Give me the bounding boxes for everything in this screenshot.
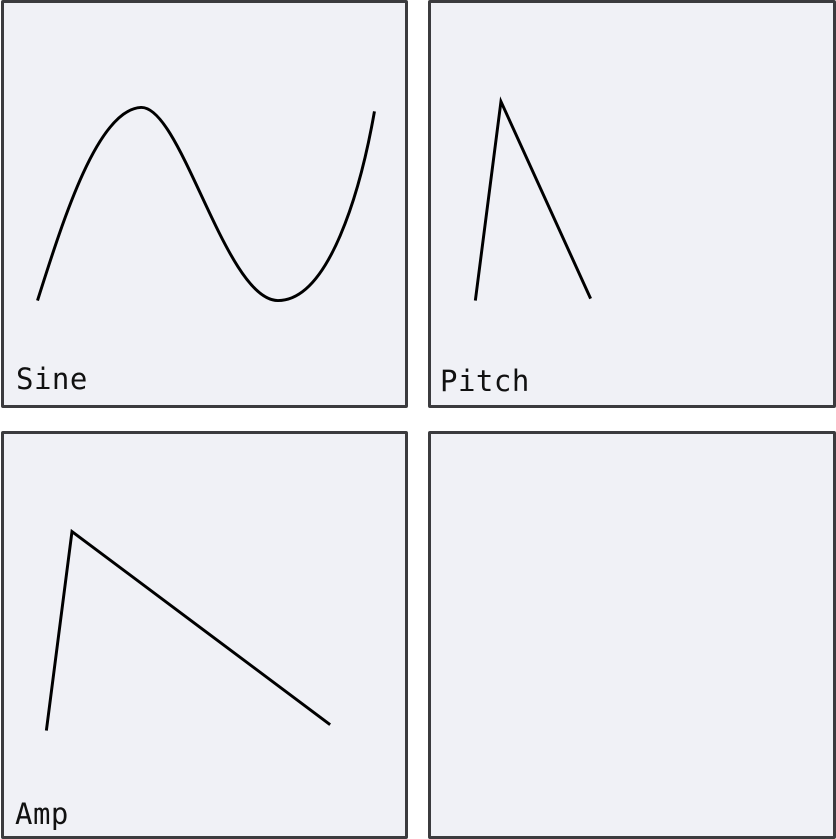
- pitch-envelope-graph: [473, 96, 592, 301]
- amp-envelope-graph: [44, 528, 332, 731]
- sine-waveform-panel[interactable]: Sine: [1, 0, 408, 408]
- sine-waveform-curve: [36, 105, 376, 303]
- amp-envelope-panel[interactable]: Amp: [1, 431, 408, 839]
- amp-envelope-curve: [44, 528, 332, 731]
- panel-label-amp: Amp: [15, 797, 69, 831]
- panel-label-sine: Sine: [16, 362, 88, 396]
- pitch-envelope-panel[interactable]: Pitch: [428, 0, 836, 408]
- empty-panel[interactable]: [428, 431, 836, 839]
- pitch-envelope-curve: [473, 96, 592, 301]
- sine-waveform-graph: [36, 105, 376, 303]
- panel-label-pitch: Pitch: [440, 364, 530, 398]
